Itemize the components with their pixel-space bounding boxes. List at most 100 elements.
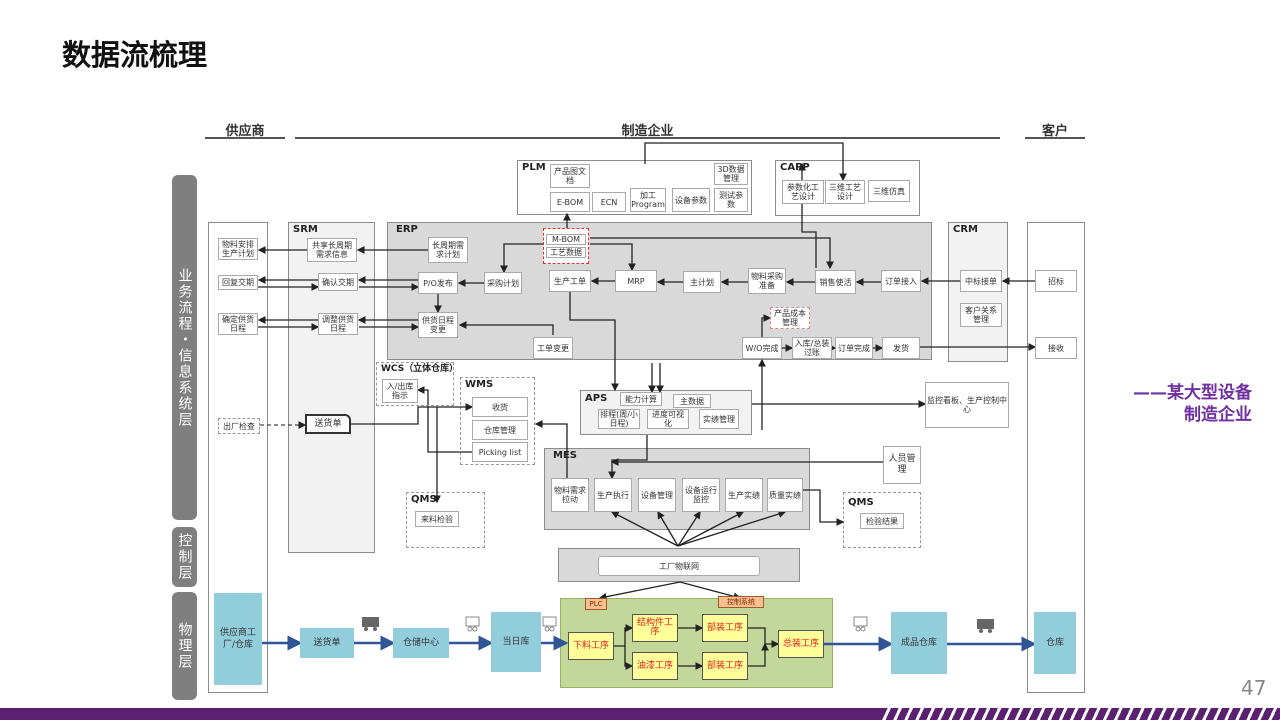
truck-icon: [362, 617, 379, 631]
erp-cost-management[interactable]: 产品成本管理: [770, 307, 810, 329]
erp-work-order[interactable]: 生产工单: [549, 270, 591, 292]
process-structure[interactable]: 结构件工序: [632, 614, 678, 642]
plm-ecn[interactable]: ECN: [592, 192, 626, 212]
qms-label: QMS: [411, 494, 437, 505]
mes-material-pull[interactable]: 物料需求拉动: [551, 478, 589, 512]
erp-material-prep[interactable]: 物料采购准备: [748, 268, 786, 294]
aps-scheduling[interactable]: 排程(周/小日程): [598, 409, 640, 429]
erp-wo-complete[interactable]: W/O完成: [742, 337, 782, 359]
wms-picking-list[interactable]: Picking list: [472, 442, 528, 462]
wms-receive[interactable]: 收货: [472, 397, 528, 417]
erp-order-done[interactable]: 订单完成: [835, 337, 873, 359]
supplier-reply-delivery[interactable]: 回复交期: [218, 275, 258, 290]
erp-master-plan[interactable]: 主计划: [683, 271, 721, 293]
wcs-group: WCS（立体仓库）: [376, 362, 458, 406]
customer-receive[interactable]: 接收: [1035, 337, 1077, 359]
daily-warehouse[interactable]: 当日库: [491, 612, 541, 672]
layer-business: 业务流程・信息系统层: [172, 175, 197, 520]
page-title: 数据流梳理: [62, 38, 208, 72]
mes-equipment[interactable]: 设备管理: [638, 478, 676, 512]
footer-stripes: [880, 708, 1280, 720]
plm-product-docs[interactable]: 产品图文档: [550, 164, 590, 188]
srm-share-demand[interactable]: 共享长周期需求信息: [307, 238, 357, 262]
plm-ebom[interactable]: E-BOM: [550, 192, 590, 212]
plm-test-params[interactable]: 测试参数: [714, 188, 748, 212]
erp-sales[interactable]: 销售使活: [815, 270, 856, 294]
staff-management[interactable]: 人员管理: [883, 446, 921, 484]
capp-group: CAPP: [775, 160, 920, 216]
plm-program[interactable]: 加工Program: [630, 188, 666, 212]
divider: [295, 137, 1000, 139]
factory-iot[interactable]: 工厂物联网: [598, 556, 760, 576]
qms-inspection-result[interactable]: 检验结果: [860, 513, 904, 529]
physical-delivery-note[interactable]: 送货单: [300, 628, 354, 658]
monitor-center[interactable]: 监控看板、生产控制中心: [925, 382, 1009, 428]
srm-label: SRM: [293, 224, 318, 235]
supplier-production-plan[interactable]: 物料安排生产计划: [218, 238, 258, 260]
divider: [205, 137, 285, 139]
customer-warehouse[interactable]: 仓库: [1034, 612, 1076, 674]
process-subassembly-2[interactable]: 部装工序: [702, 652, 748, 680]
layer-control: 控制层: [172, 527, 197, 587]
capp-param-design[interactable]: 参数化工艺设计: [782, 180, 824, 204]
erp-mbom[interactable]: M-BOM: [546, 234, 586, 245]
erp-mbom-group[interactable]: M-BOM 工艺数据: [543, 228, 589, 264]
supplier-factory-inspection[interactable]: 出厂检查: [218, 418, 260, 434]
mes-quality[interactable]: 质量实绩: [767, 478, 803, 512]
storage-center[interactable]: 仓储中心: [393, 628, 449, 658]
capp-3d-design[interactable]: 三维工艺设计: [825, 180, 865, 204]
erp-purchase-plan[interactable]: 采购计划: [484, 272, 522, 294]
control-system-tag: 控制系统: [718, 596, 764, 608]
cart-icon: [542, 616, 557, 632]
process-final-assembly[interactable]: 总装工序: [778, 630, 824, 658]
mes-equipment-monitor[interactable]: 设备运行监控: [682, 478, 720, 512]
erp-po-release[interactable]: P/O发布: [418, 272, 458, 294]
wms-manage[interactable]: 仓库管理: [472, 420, 528, 440]
plm-label: PLM: [522, 162, 546, 173]
plm-equipment-params[interactable]: 设备参数: [672, 188, 710, 212]
column-manufacturer: 制造企业: [621, 124, 674, 139]
aps-label: APS: [585, 393, 608, 404]
customer-column: [1027, 222, 1085, 693]
erp-order-intake[interactable]: 订单接入: [881, 270, 921, 292]
wms-group: WMS: [460, 377, 535, 465]
crm-bid-win[interactable]: 中标接单: [960, 270, 1002, 292]
erp-mrp[interactable]: MRP: [615, 270, 657, 292]
mes-execution[interactable]: 生产执行: [594, 478, 632, 512]
crm-label: CRM: [953, 224, 978, 235]
supplier-column: [208, 222, 268, 693]
truck-icon: [977, 619, 994, 633]
aps-visualization[interactable]: 进度可视化: [647, 409, 689, 429]
capp-label: CAPP: [780, 162, 810, 173]
erp-craft-data[interactable]: 工艺数据: [546, 247, 586, 258]
process-subassembly-1[interactable]: 部装工序: [702, 614, 748, 642]
caption-line1: ——某大型设备: [1133, 383, 1252, 403]
erp-wo-change[interactable]: 工单变更: [533, 337, 573, 359]
srm-adjust-schedule[interactable]: 调整供货日程: [318, 313, 358, 335]
supplier-factory-warehouse[interactable]: 供应商工厂/仓库: [214, 593, 262, 685]
layer-physical: 物理层: [172, 592, 197, 700]
supplier-confirm-schedule[interactable]: 确定供货日程: [218, 313, 258, 335]
aps-performance[interactable]: 实绩管理: [699, 409, 739, 429]
plm-group: PLM: [517, 160, 752, 215]
customer-tender[interactable]: 招标: [1035, 270, 1077, 292]
wcs-io-instruction[interactable]: 入/出库指示: [382, 379, 418, 403]
process-cutting[interactable]: 下料工序: [568, 632, 614, 660]
erp-store-posting[interactable]: 入库/总装过账: [792, 337, 832, 359]
crm-relationship[interactable]: 客户关系管理: [960, 303, 1002, 327]
process-painting[interactable]: 油漆工序: [632, 652, 678, 680]
capp-simulation[interactable]: 三维仿真: [868, 180, 910, 202]
qms-incoming-inspection[interactable]: 来料检验: [415, 511, 459, 527]
erp-long-plan[interactable]: 长周期需求计划: [428, 237, 468, 263]
aps-master-data[interactable]: 主数据: [673, 394, 711, 408]
aps-capacity[interactable]: 能力计算: [620, 392, 662, 406]
finished-goods-warehouse[interactable]: 成品仓库: [891, 612, 947, 674]
divider: [1025, 137, 1085, 139]
erp-schedule-change[interactable]: 供货日程变更: [418, 312, 458, 338]
caption-line2: 制造企业: [1184, 405, 1252, 425]
mes-performance[interactable]: 生产实绩: [725, 478, 763, 512]
srm-delivery-note[interactable]: 送货单: [305, 414, 351, 434]
erp-ship[interactable]: 发货: [882, 337, 920, 359]
plm-3d-data[interactable]: 3D数据管理: [714, 163, 748, 185]
srm-confirm-delivery[interactable]: 确认交期: [318, 273, 358, 291]
